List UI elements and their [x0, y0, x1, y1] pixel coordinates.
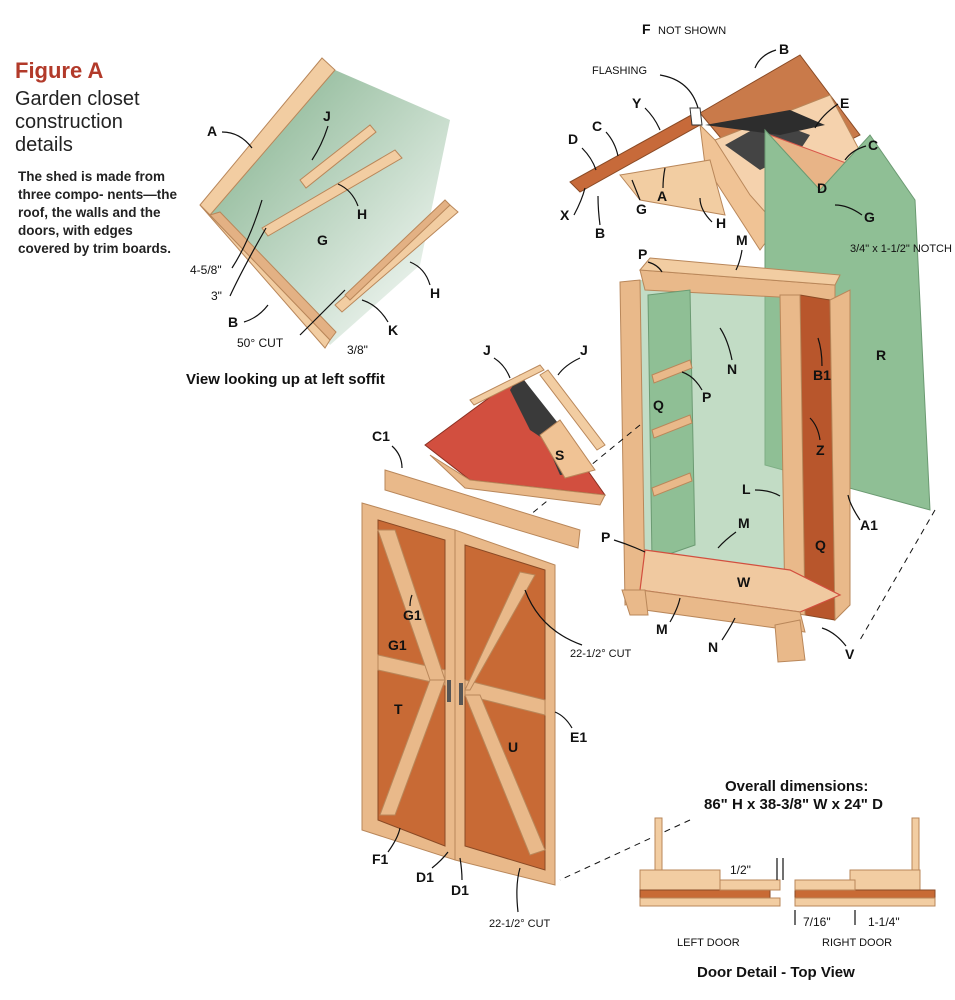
roof-labels: F NOT SHOWN B FLASHING Y E C D C D G X G… — [560, 21, 952, 255]
label-roof-c-left: C — [592, 118, 602, 134]
label-door-g1: G1 — [403, 607, 422, 623]
label-roof-b-left: B — [595, 225, 605, 241]
label-soffit-a: A — [207, 123, 217, 139]
label-roof-g-right: G — [864, 209, 875, 225]
figure-title: Figure A — [15, 58, 104, 83]
label-soffit-h2: H — [430, 285, 440, 301]
wall-frame — [529, 257, 936, 881]
label-roof-c-right: C — [868, 137, 878, 153]
label-wall-m-low: M — [656, 621, 668, 637]
label-gable-j1: J — [483, 342, 491, 358]
label-wall-n-top: N — [727, 361, 737, 377]
label-wall-z: Z — [816, 442, 825, 458]
label-gable-j2: J — [580, 342, 588, 358]
door-detail-right: RIGHT DOOR — [822, 937, 892, 949]
label-soffit-k: K — [388, 322, 398, 338]
wall-labels: P M N B1 R Q P Z L A1 M Q P W M N V — [601, 232, 886, 662]
label-roof-e: E — [840, 95, 849, 111]
label-wall-p-top: P — [638, 246, 647, 262]
door-detail-d2: 1-1/4" — [868, 915, 900, 929]
label-roof-g-left: G — [636, 201, 647, 217]
label-soffit-g: G — [317, 232, 328, 248]
dimensions-title: Overall dimensions: — [725, 778, 868, 795]
label-door-cut-top: 22-1/2° CUT — [570, 648, 632, 660]
label-wall-w: W — [737, 574, 751, 590]
label-gable-s: S — [555, 447, 564, 463]
dim-soffit-1: 4-5/8" — [190, 263, 222, 277]
label-wall-l: L — [742, 481, 751, 497]
label-wall-r: R — [876, 347, 886, 363]
gable-labels: J J S C1 — [372, 342, 588, 469]
dim-soffit-2: 3" — [211, 289, 222, 303]
label-door-t: T — [394, 701, 403, 717]
dim-soffit-cut: 50° CUT — [237, 336, 284, 350]
figure-description: The shed is made from three compo- nents… — [18, 169, 178, 256]
label-wall-p-bot: P — [601, 529, 610, 545]
soffit-caption: View looking up at left soffit — [186, 371, 385, 388]
figure-subtitle: Garden closet construction details — [15, 88, 140, 156]
label-gable-c1: C1 — [372, 428, 390, 444]
label-flashing: FLASHING — [592, 65, 647, 77]
label-wall-v: V — [845, 646, 855, 662]
label-f: F — [642, 21, 651, 37]
label-notch: 3/4" x 1-1/2" NOTCH — [850, 243, 952, 255]
dimensions-value: 86" H x 38-3/8" W x 24" D — [704, 796, 883, 813]
label-wall-q-right: Q — [815, 537, 826, 553]
doors-assembly — [361, 502, 556, 886]
label-door-cut-bottom: 22-1/2° CUT — [489, 918, 551, 930]
label-wall-q-left: Q — [653, 397, 664, 413]
door-detail-top-view: 1/2" 7/16" 1-1/4" LEFT DOOR RIGHT DOOR D… — [639, 817, 936, 981]
label-roof-d-right: D — [817, 180, 827, 196]
label-door-f1: F1 — [372, 851, 389, 867]
label-soffit-j: J — [323, 108, 331, 124]
door-detail-gap: 1/2" — [730, 863, 751, 877]
door-detail-d1: 7/16" — [803, 915, 831, 929]
gable-assembly — [384, 364, 607, 549]
label-door-g1-area: G1 — [388, 637, 407, 653]
label-door-d1a: D1 — [416, 869, 434, 885]
overall-dimensions: Overall dimensions: 86" H x 38-3/8" W x … — [704, 778, 883, 813]
door-labels: G1 G1 T U E1 22-1/2° CUT F1 D1 D1 22-1/2… — [372, 589, 632, 930]
door-detail-title: Door Detail - Top View — [697, 964, 855, 981]
label-soffit-h1: H — [357, 206, 367, 222]
label-roof-y: Y — [632, 95, 642, 111]
soffit-labels: A J H G H K B 4-5/8" 3" 50° CUT 3/8" Vie… — [186, 108, 440, 388]
label-wall-m-bot: M — [738, 515, 750, 531]
label-wall-n-low: N — [708, 639, 718, 655]
soffit-detail — [199, 57, 459, 349]
label-roof-x: X — [560, 207, 570, 223]
label-wall-a1: A1 — [860, 517, 878, 533]
label-wall-p-mid: P — [702, 389, 711, 405]
label-not-shown: NOT SHOWN — [658, 25, 726, 37]
door-detail-left: LEFT DOOR — [677, 937, 740, 949]
label-roof-d-left: D — [568, 131, 578, 147]
label-roof-b-top: B — [779, 41, 789, 57]
label-door-u: U — [508, 739, 518, 755]
label-door-e1: E1 — [570, 729, 587, 745]
label-roof-a: A — [657, 188, 667, 204]
label-wall-m-top: M — [736, 232, 748, 248]
label-roof-h: H — [716, 215, 726, 231]
label-wall-b1: B1 — [813, 367, 831, 383]
label-soffit-b: B — [228, 314, 238, 330]
label-door-d1b: D1 — [451, 882, 469, 898]
dim-soffit-3: 3/8" — [347, 343, 368, 357]
